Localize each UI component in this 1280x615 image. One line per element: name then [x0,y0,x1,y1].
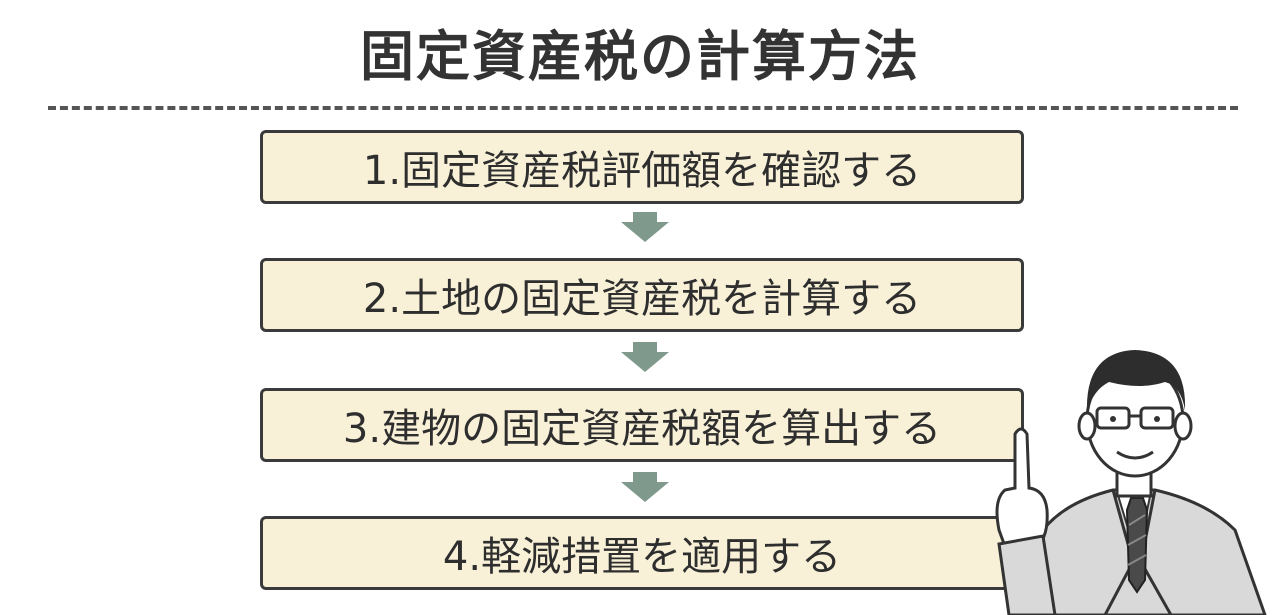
dashed-divider [48,106,1238,110]
step-2-box: 2.土地の固定資産税を計算する [260,258,1024,332]
step-4-box: 4.軽減措置を適用する [260,516,1024,590]
arrow-3-stem [633,472,657,482]
arrow-down-icon [621,352,669,372]
arrow-down-icon [621,482,669,502]
step-1-box: 1.固定資産税評価額を確認する [260,130,1024,204]
businessman-pointing-illustration [995,350,1267,615]
step-3-box: 3.建物の固定資産税額を算出する [260,388,1024,462]
arrow-2-stem [633,342,657,352]
arrow-1-stem [633,212,657,222]
arrow-down-icon [621,222,669,242]
diagram-title: 固定資産税の計算方法 [360,25,920,88]
